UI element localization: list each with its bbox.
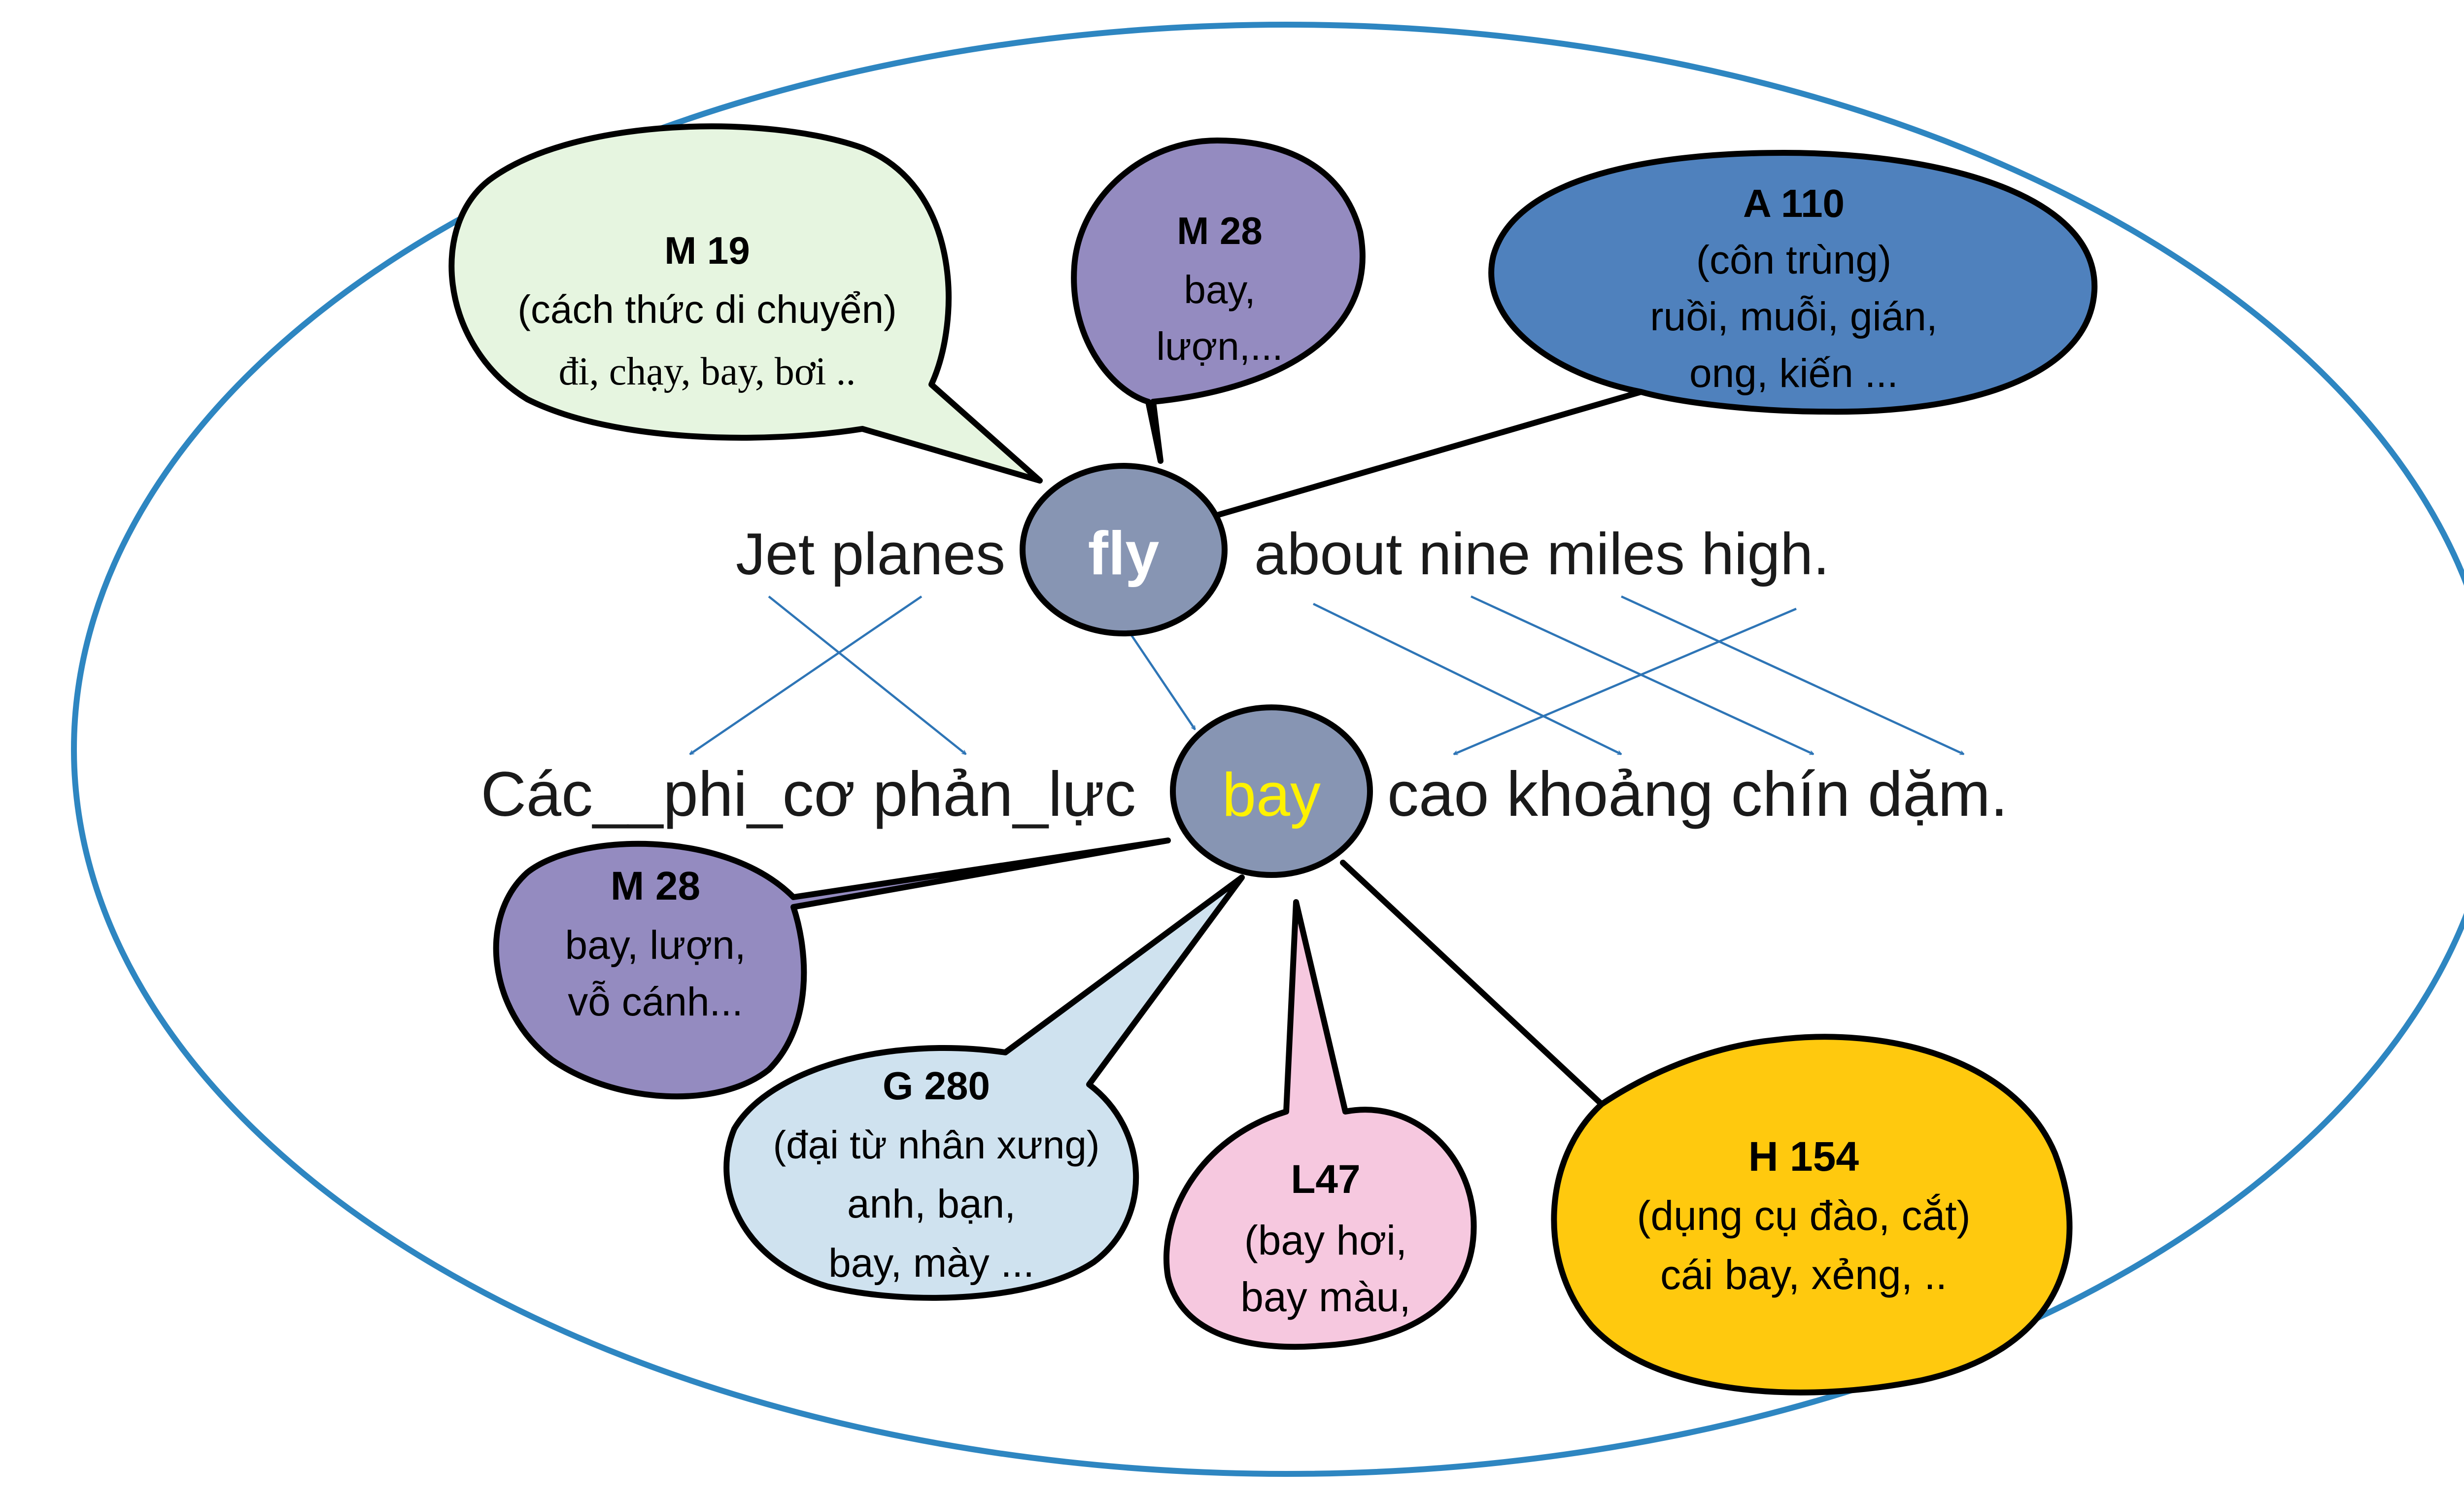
sentence-vi-before: Các__phi_cơ phản_lực: [480, 759, 1136, 830]
bubble-bottom-g280-line-2: anh, bạn,: [847, 1182, 1016, 1226]
bubble-bottom-g280-line-1: (đại từ nhân xưng): [773, 1123, 1099, 1167]
sentence-english: Jet planes fly about nine miles high.: [736, 463, 1829, 636]
bubble-bottom-l47-code: L47: [1291, 1157, 1360, 1202]
arrow-jet-to-phanluc: [768, 595, 966, 755]
bubble-top-m19-shape: [448, 123, 1043, 484]
bubble-bottom-m28-code: M 28: [611, 864, 700, 908]
bubble-top-m19: M 19 (cách thức di chuyển) đi, chạy, bay…: [448, 123, 1043, 484]
bubble-top-m28-line-2: lượn,...: [1156, 324, 1283, 368]
bubble-bottom-l47-shape: [1164, 899, 1477, 1350]
bubble-top-m19-line-2: đi, chạy, bay, bơi ..: [559, 350, 856, 393]
bubble-top-a110-line-2: ruồi, muỗi, gián,: [1650, 294, 1937, 339]
bubble-top-m19-line-1: (cách thức di chuyển): [517, 287, 896, 331]
bubble-bottom-m28-line-2: vỗ cánh...: [568, 979, 743, 1024]
arrow-high-to-cao: [1454, 607, 1797, 756]
sentence-en-before: Jet planes: [736, 521, 1005, 587]
keyword-fly-circle: [1020, 463, 1228, 636]
bubble-bottom-g280-shape: [723, 874, 1245, 1301]
translation-arrows: [690, 595, 1964, 756]
bubble-top-a110-line-3: ong, kiến ...: [1689, 351, 1898, 396]
bubble-top-a110-code: A 110: [1743, 181, 1845, 225]
bubble-top-a110: A 110 (côn trùng) ruồi, muỗi, gián, ong,…: [1214, 150, 2098, 518]
bubble-bottom-l47-line-2: bay màu,: [1240, 1274, 1411, 1320]
keyword-bay: bay: [1222, 761, 1321, 829]
bubble-bottom-g280: G 280 (đại từ nhân xưng) anh, bạn, bay, …: [723, 874, 1245, 1301]
bubble-bottom-l47-line-1: (bay hơi,: [1244, 1217, 1407, 1263]
bubble-bottom-l47: L47 (bay hơi, bay màu,: [1164, 899, 1477, 1350]
arrow-nine-to-chin: [1471, 595, 1814, 756]
arrow-planes-to-phico: [690, 595, 923, 755]
bubble-top-m28-line-1: bay,: [1184, 268, 1255, 312]
arrow-miles-to-dam: [1621, 595, 1964, 756]
bubble-bottom-g280-line-3: bay, mày ...: [828, 1241, 1034, 1286]
keyword-fly: fly: [1088, 520, 1160, 588]
bubble-bottom-h154-shape: [1340, 860, 2073, 1396]
bubble-top-m19-code: M 19: [664, 229, 750, 272]
bubble-bottom-m28-line-1: bay, lượn,: [565, 923, 746, 968]
outer-ellipse: [71, 22, 2464, 1477]
arrow-about-to-khoang: [1313, 602, 1621, 756]
bubble-bottom-h154-line-1: (dụng cụ đào, cắt): [1637, 1192, 1970, 1239]
sentence-en-after: about nine miles high.: [1254, 521, 1829, 587]
sentence-vietnamese: Các__phi_cơ phản_lực bay cao khoảng chín…: [480, 704, 2008, 878]
bubble-bottom-m28-shape: [493, 838, 1171, 1100]
bubble-bottom-h154-line-2: cái bay, xẻng, ..: [1660, 1252, 1947, 1298]
bubble-top-a110-shape: [1214, 150, 2098, 518]
arrow-fly-to-bay: [1123, 623, 1196, 730]
sentence-vi-after: cao khoảng chín dặm.: [1387, 759, 2008, 830]
keyword-bay-circle: [1170, 704, 1373, 878]
bubble-top-m28-code: M 28: [1177, 209, 1262, 252]
bubble-top-m28-shape: [1071, 138, 1366, 464]
bubble-bottom-g280-code: G 280: [883, 1064, 990, 1108]
bubble-top-a110-line-1: (côn trùng): [1696, 238, 1892, 282]
bubble-bottom-m28: M 28 bay, lượn, vỗ cánh...: [493, 838, 1171, 1100]
bubble-bottom-h154-code: H 154: [1748, 1133, 1859, 1180]
bubble-bottom-h154: H 154 (dụng cụ đào, cắt) cái bay, xẻng, …: [1340, 860, 2073, 1396]
bubble-top-m28: M 28 bay, lượn,...: [1071, 138, 1366, 464]
